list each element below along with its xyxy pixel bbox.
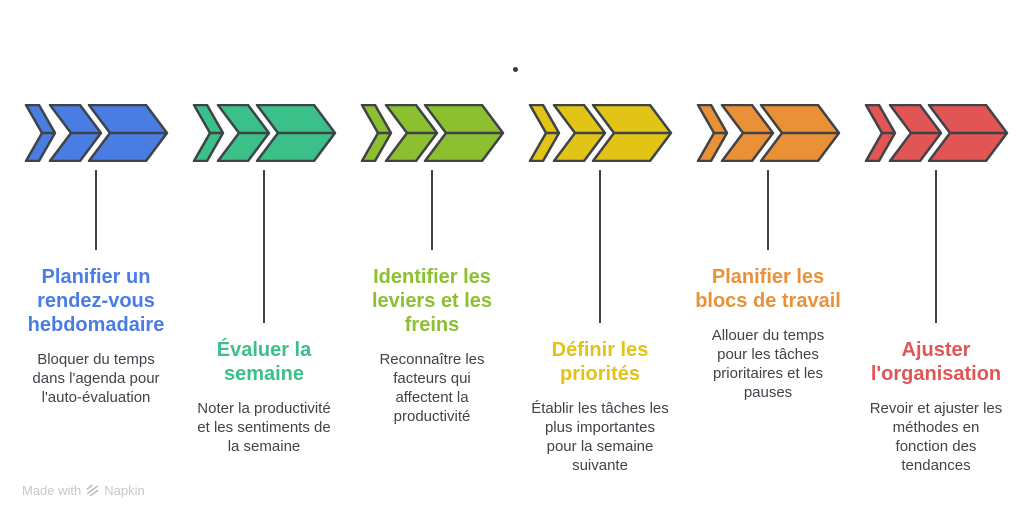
watermark-brand: Napkin bbox=[104, 483, 145, 498]
step-column: Évaluer la semaine Noter la productivité… bbox=[180, 104, 348, 504]
watermark-prefix: Made with bbox=[22, 483, 82, 498]
step-text-block: Évaluer la semaine Noter la productivité… bbox=[180, 338, 348, 456]
triple-chevron-arrow-icon bbox=[528, 104, 673, 162]
step-description: Revoir et ajuster les méthodes en foncti… bbox=[869, 400, 1003, 474]
triple-chevron-arrow-icon bbox=[24, 104, 169, 162]
step-text-block: Définir les priorités Établir les tâches… bbox=[516, 338, 684, 475]
watermark: Made with Napkin bbox=[22, 483, 145, 498]
step-title: Planifier les blocs de travail bbox=[695, 266, 841, 312]
napkin-logo-icon bbox=[85, 483, 100, 498]
step-title: Définir les priorités bbox=[551, 339, 649, 385]
connector-line bbox=[95, 170, 97, 250]
step-text-block: Planifier les blocs de travail Allouer d… bbox=[684, 265, 852, 402]
triple-chevron-arrow-icon bbox=[192, 104, 337, 162]
triple-chevron-arrow-icon bbox=[864, 104, 1009, 162]
connector-line bbox=[263, 170, 265, 323]
step-column: Planifier un rendez-vous hebdomadaire Bl… bbox=[12, 104, 180, 504]
center-dot bbox=[513, 67, 518, 72]
triple-chevron-arrow-icon bbox=[696, 104, 841, 162]
step-description: Reconnaître les facteurs qui affectent l… bbox=[379, 351, 485, 425]
step-description: Établir les tâches les plus importantes … bbox=[531, 400, 669, 474]
triple-chevron-arrow-icon bbox=[360, 104, 505, 162]
connector-line bbox=[935, 170, 937, 323]
step-title: Planifier un rendez-vous hebdomadaire bbox=[27, 266, 165, 336]
connector-line bbox=[767, 170, 769, 250]
step-text-block: Planifier un rendez-vous hebdomadaire Bl… bbox=[12, 265, 180, 407]
step-column: Définir les priorités Établir les tâches… bbox=[516, 104, 684, 504]
step-title: Ajuster l'organisation bbox=[870, 339, 1002, 385]
step-column: Planifier les blocs de travail Allouer d… bbox=[684, 104, 852, 504]
step-description: Noter la productivité et les sentiments … bbox=[197, 400, 331, 455]
step-description: Bloquer du temps dans l'agenda pour l'au… bbox=[32, 351, 160, 406]
connector-line bbox=[599, 170, 601, 323]
step-title: Identifier les leviers et les freins bbox=[371, 266, 493, 336]
step-column: Identifier les leviers et les freins Rec… bbox=[348, 104, 516, 504]
step-title: Évaluer la semaine bbox=[216, 339, 312, 385]
step-text-block: Identifier les leviers et les freins Rec… bbox=[348, 265, 516, 426]
connector-line bbox=[431, 170, 433, 250]
step-column: Ajuster l'organisation Revoir et ajuster… bbox=[852, 104, 1020, 504]
step-description: Allouer du temps pour les tâches priorit… bbox=[711, 327, 825, 401]
step-text-block: Ajuster l'organisation Revoir et ajuster… bbox=[852, 338, 1020, 475]
